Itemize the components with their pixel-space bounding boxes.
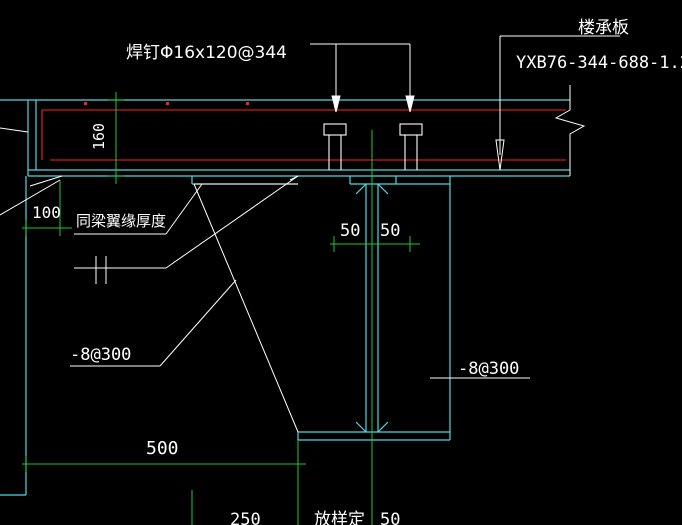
beam-bottom-flange xyxy=(297,431,450,441)
beam-top-flange xyxy=(191,176,451,440)
stud-leader xyxy=(310,43,415,113)
deck-spec-label: YXB76-344-688-1.2 xyxy=(516,53,682,73)
dim-50-left: 50 xyxy=(340,221,360,241)
slab-thickness-dim: 160 xyxy=(90,123,108,150)
stiffener-left-label: -8@300 xyxy=(70,345,131,365)
rebar-dots xyxy=(84,102,249,105)
rebar xyxy=(41,109,566,161)
dim-50-bottom: 50 xyxy=(380,510,400,525)
dim-500: 500 xyxy=(146,438,179,459)
beam-web xyxy=(355,183,389,433)
dim-100: 100 xyxy=(32,203,61,222)
diagonal-leaders xyxy=(0,127,530,433)
stiffener-right-label: -8@300 xyxy=(458,359,519,379)
bottom-note: 放样定 xyxy=(314,510,365,525)
dimension-lines xyxy=(22,92,420,525)
dim-250: 250 xyxy=(230,510,261,525)
flange-thickness-note: 同梁翼缘厚度 xyxy=(76,212,166,230)
shear-studs xyxy=(323,123,423,170)
deck-leader xyxy=(495,35,620,171)
stud-label: 焊钉Φ16x120@344 xyxy=(126,43,287,63)
deck-title-label: 楼承板 xyxy=(578,18,629,38)
break-line xyxy=(554,85,586,176)
slab-outline xyxy=(0,99,570,496)
dim-50-right: 50 xyxy=(380,221,400,241)
